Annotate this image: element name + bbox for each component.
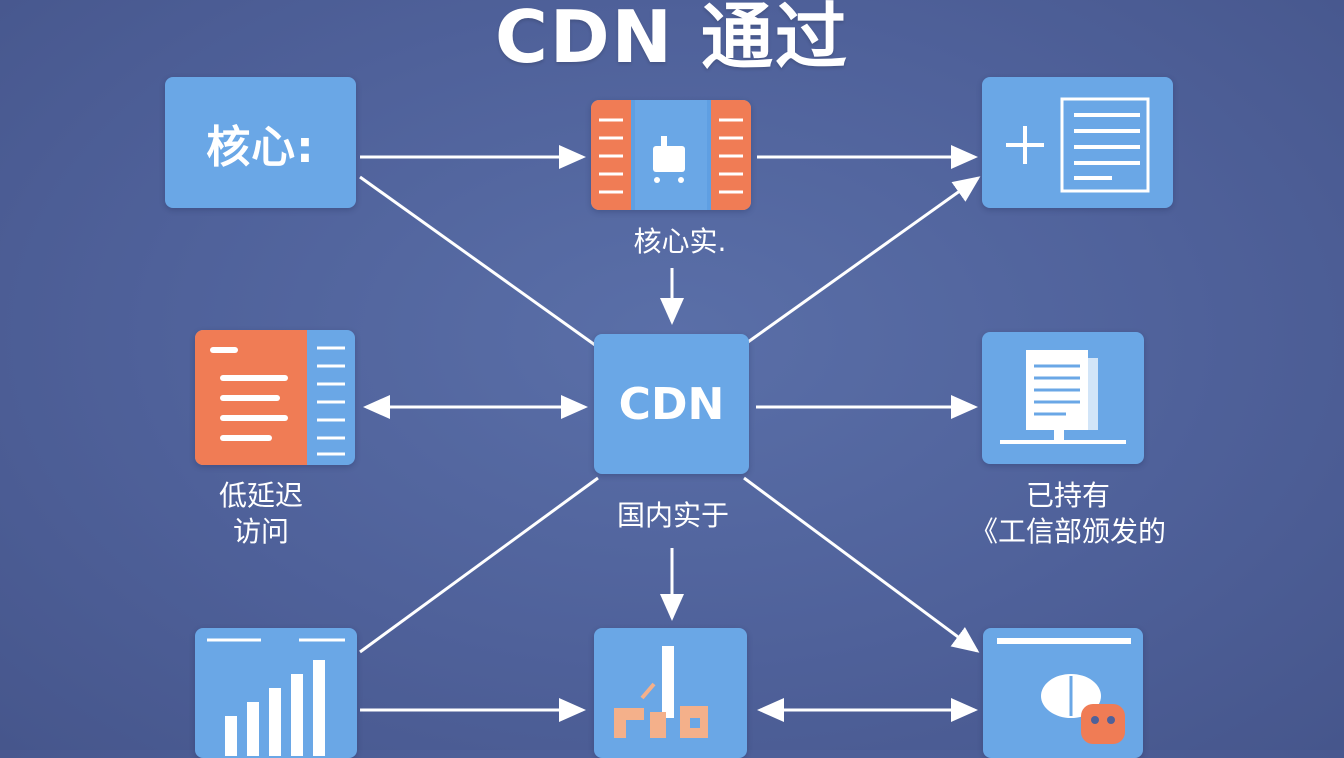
browser-robot-icon <box>997 638 1131 744</box>
core-impl-caption: 核心实. <box>633 225 727 258</box>
monitor-node <box>982 332 1144 464</box>
license-line2: 《工信部颁发的 <box>969 515 1166 548</box>
arrow-cdn-to-browser <box>743 476 980 653</box>
low-latency-caption: 低延迟 访问 <box>196 478 326 550</box>
arrow-chart-to-cdn <box>359 476 599 654</box>
bar-chart-node <box>195 628 357 758</box>
core-label: 核心: <box>206 121 315 173</box>
low-latency-line1: 低延迟 <box>218 479 303 512</box>
bar-chart-icon <box>207 638 345 756</box>
document-plus-icon <box>1006 97 1150 193</box>
license-caption: 已持有 《工信部颁发的 <box>950 478 1186 550</box>
low-latency-line2: 访问 <box>232 515 289 548</box>
server-rack-icon <box>591 100 751 210</box>
domestic-caption: 国内实于 <box>616 499 729 532</box>
document-node <box>982 77 1173 208</box>
cdn-label: CDN <box>618 378 725 430</box>
arrow-core-to-cdn <box>359 175 596 347</box>
browser-node <box>983 628 1143 758</box>
bar-chart-orange-node <box>594 628 747 758</box>
bar-chart-orange-icon <box>614 646 708 738</box>
diagram-title: CDN 通过 <box>495 0 849 79</box>
license-line1: 已持有 <box>1025 479 1110 512</box>
document-list-icon <box>195 330 345 465</box>
arrow-cdn-to-doc <box>747 176 981 344</box>
monitor-document-icon <box>1000 350 1126 444</box>
cdn-node: CDN <box>594 334 749 474</box>
core-node: 核心: <box>165 77 356 208</box>
document-list-node <box>195 330 355 465</box>
server-node <box>591 100 751 210</box>
